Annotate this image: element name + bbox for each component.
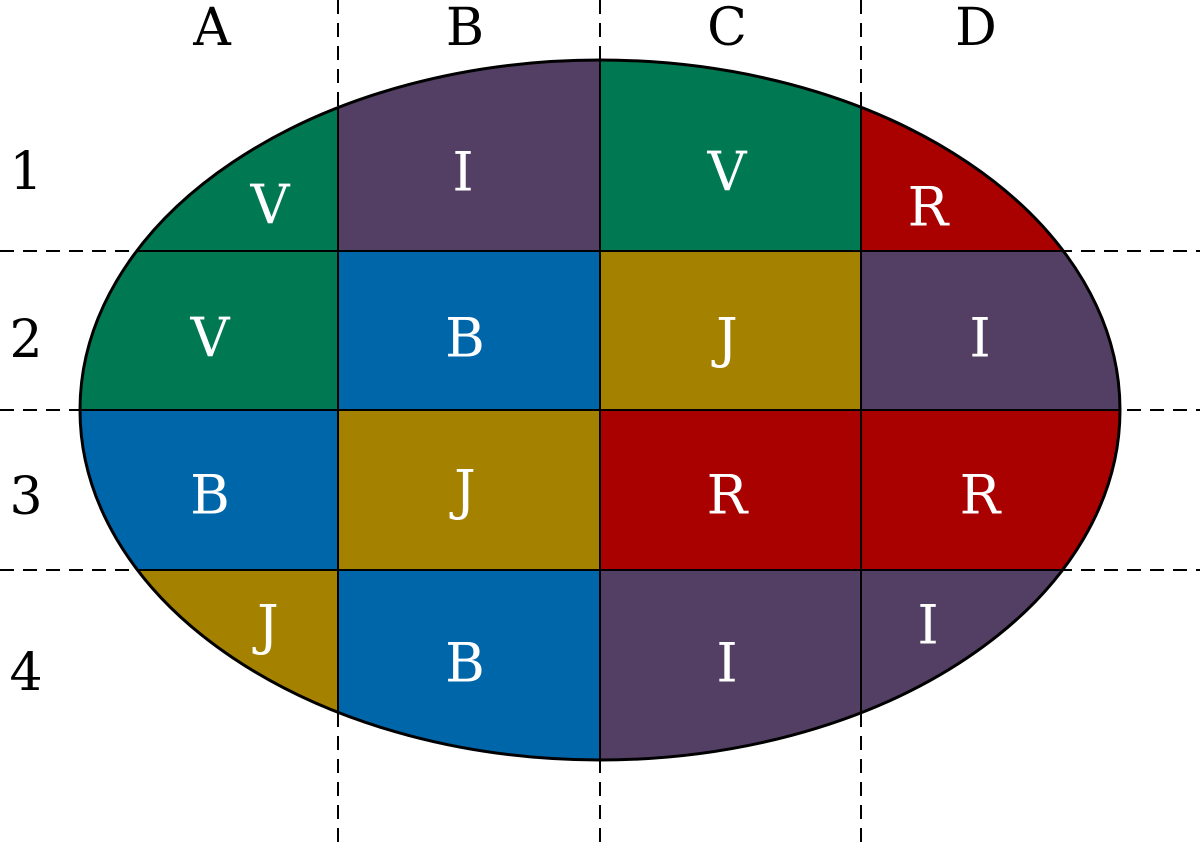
cell-letter-a1: V — [250, 174, 291, 237]
cell-a4 — [80, 569, 339, 760]
column-header-c: C — [707, 0, 747, 58]
cell-letters: V I V R V B J I B J R R J B I I — [190, 141, 1002, 695]
cell-letter-d1: R — [908, 176, 950, 239]
cell-a2 — [80, 250, 339, 411]
cell-letter-b1: I — [452, 141, 473, 204]
cell-a3 — [80, 409, 339, 571]
cell-letter-c3: R — [707, 464, 749, 527]
cell-letter-d2: I — [969, 307, 990, 370]
cell-letter-d3: R — [960, 464, 1002, 527]
cell-letter-b3: J — [449, 459, 476, 522]
cell-d1 — [860, 60, 1120, 252]
column-header-b: B — [446, 0, 484, 58]
cell-d4 — [860, 569, 1120, 760]
cell-letter-a3: B — [190, 464, 230, 527]
cell-letter-d4: I — [917, 594, 938, 657]
row-header-4: 4 — [9, 643, 42, 703]
cell-letter-c4: I — [716, 632, 737, 695]
cell-letter-a2: V — [190, 307, 231, 370]
cell-a1 — [80, 60, 339, 252]
row-header-2: 2 — [9, 310, 42, 370]
cell-d3 — [860, 409, 1120, 571]
cell-letter-b4: B — [445, 632, 485, 695]
cell-letter-b2: B — [445, 307, 485, 370]
ellipse-outline — [78, 58, 1122, 762]
column-header-d: D — [955, 0, 997, 58]
cell-b2 — [337, 250, 601, 411]
row-header-3: 3 — [9, 467, 42, 527]
column-header-a: A — [192, 0, 232, 58]
cell-letter-c2: J — [711, 307, 738, 370]
cell-letter-c1: V — [707, 141, 748, 204]
cell-d2 — [860, 250, 1120, 411]
cell-b3 — [337, 409, 601, 571]
cell-letter-a4: J — [252, 594, 279, 657]
cell-grid — [80, 60, 1120, 760]
row-header-1: 1 — [9, 142, 42, 202]
